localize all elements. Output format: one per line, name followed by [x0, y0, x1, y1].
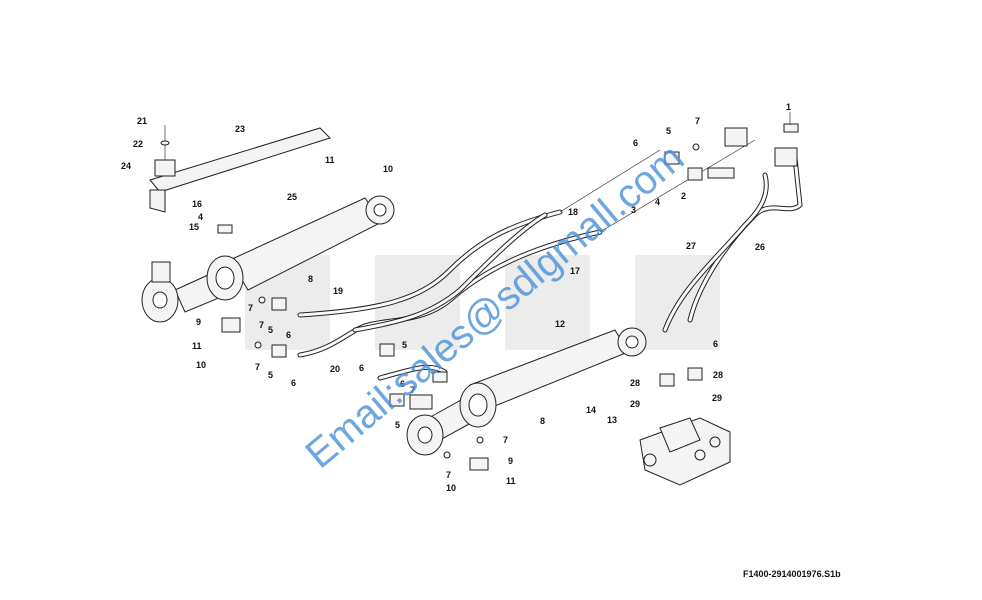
left-upper-cylinder — [141, 195, 395, 323]
callout-23: 23 — [235, 124, 245, 134]
callout-7d: 7 — [255, 362, 260, 372]
callout-9: 9 — [196, 317, 201, 327]
callout-11: 11 — [325, 155, 335, 165]
callout-21: 21 — [137, 116, 147, 126]
callout-13: 13 — [607, 415, 617, 425]
callout-1: 1 — [786, 102, 791, 112]
watermark-text: Email:sales@sdlgmall.com — [298, 136, 693, 477]
callout-12: 12 — [555, 319, 565, 329]
return-pipes — [662, 123, 803, 333]
callout-26: 26 — [755, 242, 765, 252]
callout-29: 29 — [630, 399, 640, 409]
callout-7e: 7 — [410, 385, 415, 395]
callout-2: 2 — [681, 191, 686, 201]
callout-6b: 6 — [286, 330, 291, 340]
callout-8b: 8 — [540, 416, 545, 426]
callout-20: 20 — [330, 364, 340, 374]
callout-8: 8 — [308, 274, 313, 284]
callout-7: 7 — [695, 116, 700, 126]
callout-11c: 11 — [506, 476, 516, 486]
callout-6e: 6 — [400, 379, 405, 389]
callout-7c: 7 — [259, 320, 264, 330]
callout-14: 14 — [586, 405, 596, 415]
callout-5d: 5 — [402, 340, 407, 350]
callout-10b: 10 — [446, 483, 456, 493]
callout-6c: 6 — [291, 378, 296, 388]
callout-28: 28 — [630, 378, 640, 388]
callout-5b: 5 — [268, 325, 273, 335]
callout-17: 17 — [570, 266, 580, 276]
callout-24: 24 — [121, 161, 131, 171]
callout-7f: 7 — [503, 435, 508, 445]
callout-11b: 11 — [192, 341, 202, 351]
hose-lines — [297, 139, 756, 381]
callout-19: 19 — [333, 286, 343, 296]
callout-10: 10 — [196, 360, 206, 370]
callout-22: 22 — [133, 139, 143, 149]
right-lower-cylinder — [406, 327, 647, 456]
callout-3: 3 — [631, 205, 636, 215]
callout-27: 27 — [686, 241, 696, 251]
callout-7g: 7 — [446, 470, 451, 480]
callout-6f: 6 — [713, 339, 718, 349]
control-valve — [639, 417, 731, 486]
mounting-plate — [149, 125, 331, 213]
clamps-fittings — [217, 143, 703, 471]
callout-10c: 10 — [383, 164, 393, 174]
drawing-code: F1400-2914001976.S1b — [743, 569, 841, 579]
callout-6d: 6 — [359, 363, 364, 373]
callout-18: 18 — [568, 207, 578, 217]
callout-5e: 5 — [395, 420, 400, 430]
callout-15: 15 — [189, 222, 199, 232]
callout-labels: 1 2 3 4 4 5 5 5 5 5 6 6 6 6 6 6 7 7 7 7 … — [121, 102, 791, 493]
callout-6: 6 — [633, 138, 638, 148]
callout-9b: 9 — [508, 456, 513, 466]
callout-29b: 29 — [712, 393, 722, 403]
callout-5: 5 — [666, 126, 671, 136]
callout-7b: 7 — [248, 303, 253, 313]
callout-4: 4 — [655, 197, 660, 207]
callout-5c: 5 — [268, 370, 273, 380]
callout-25: 25 — [287, 192, 297, 202]
callout-16: 16 — [192, 199, 202, 209]
callout-4b: 4 — [198, 212, 203, 222]
callout-28b: 28 — [713, 370, 723, 380]
